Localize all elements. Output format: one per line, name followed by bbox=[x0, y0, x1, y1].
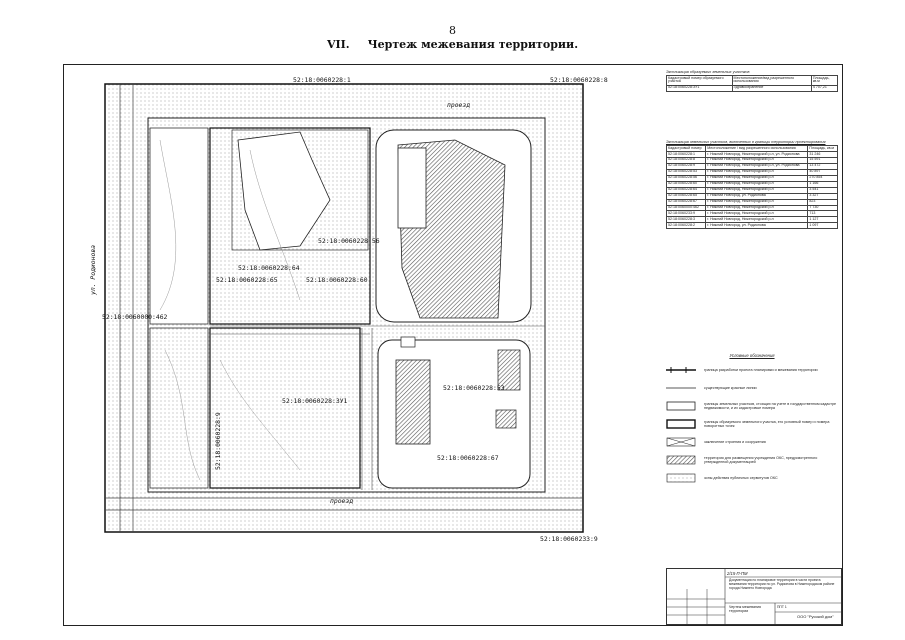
legend-item: граница разработки проекта планировки и … bbox=[666, 361, 838, 379]
building-outline bbox=[237, 131, 331, 251]
formed-parcels-table: Экспликация образуемых земельных участко… bbox=[666, 70, 839, 92]
table-cell: 52:18:0060228:2 bbox=[665, 222, 707, 230]
street-label: проезд bbox=[447, 101, 470, 109]
table-caption: Экспликация земельных участков, включенн… bbox=[666, 140, 826, 144]
table-row: 52:18:0060228:ЗУ1 Здравоохранение 4 707,… bbox=[666, 84, 839, 92]
table-caption: Экспликация образуемых земельных участко… bbox=[666, 70, 750, 74]
sheet-number: 1 bbox=[784, 605, 787, 609]
internal-road bbox=[210, 325, 545, 490]
legend-label: заключение строения и сооружения bbox=[704, 440, 766, 444]
hatched-area-icon bbox=[666, 455, 696, 465]
table-cell: 1 097 bbox=[807, 222, 838, 230]
boundary-line-icon bbox=[666, 367, 696, 373]
title-block: 2/15-П-ПМ Документация по планировке тер… bbox=[666, 568, 842, 625]
legend-label: зоны действия публичных сервитутов ОКС bbox=[704, 476, 778, 480]
legend-label: границы земельных участков, стоящих на у… bbox=[704, 402, 837, 410]
stage: ППТ bbox=[777, 605, 784, 609]
legend-item: существующие красные линии bbox=[666, 379, 838, 397]
parcel-boundary-icon bbox=[666, 401, 696, 411]
project-code: 2/15-П-ПМ bbox=[727, 571, 748, 576]
parcel-label: 52:18:0060228:9 bbox=[214, 412, 222, 470]
legend-item: зоны действия публичных сервитутов ОКС bbox=[666, 469, 838, 487]
parcel-label: 52:18:0060228:ЗУ1 bbox=[282, 397, 348, 405]
parcel-block bbox=[231, 129, 369, 251]
parcel-label: 52:18:0060228:53 bbox=[443, 384, 505, 392]
table-cell: 52:18:0060228:ЗУ1 bbox=[666, 84, 733, 92]
red-line bbox=[147, 117, 546, 493]
formed-parcel-icon bbox=[666, 419, 696, 429]
table-cell: г. Нижний Новгород, ул. Родионова bbox=[705, 222, 809, 230]
parcel-block bbox=[209, 327, 361, 489]
parcel-label: 52:18:0060233:9 bbox=[540, 535, 598, 543]
section-title: VII. Чертеж межевания территории. bbox=[0, 38, 905, 51]
legend-label: границы образуемого земельного участка, … bbox=[704, 420, 830, 428]
parcel-label: 52:18:0060228:8 bbox=[550, 76, 608, 84]
planned-building bbox=[497, 349, 521, 391]
legend-item: заключение строения и сооружения bbox=[666, 433, 838, 451]
contour-lines bbox=[159, 139, 301, 481]
parcel-label: 52:18:0060000:462 bbox=[102, 313, 168, 321]
parcel-block bbox=[209, 127, 371, 325]
parcel-block bbox=[149, 127, 209, 325]
drawing-sheet bbox=[63, 64, 843, 626]
section-number: VII. bbox=[326, 38, 350, 51]
parcel-label: 52:18:0060228:64 bbox=[238, 264, 300, 272]
organization: ООО "Русский дом" bbox=[797, 614, 834, 619]
drawing-name: Чертеж межевания территории bbox=[729, 605, 761, 613]
demolition-icon bbox=[666, 437, 696, 447]
street-line bbox=[105, 84, 583, 532]
existing-building bbox=[397, 147, 427, 229]
legend-label: граница разработки проекта планировки и … bbox=[704, 368, 818, 372]
dotted-area-icon bbox=[666, 473, 696, 483]
stage-sheet: ППТ 1 bbox=[777, 605, 787, 609]
table-cell: Здравоохранение bbox=[731, 84, 812, 92]
planned-building bbox=[495, 409, 517, 429]
table-header-row: Кадастровый номер образуемого участка Ме… bbox=[666, 74, 839, 86]
section-heading: Чертеж межевания территории. bbox=[367, 38, 579, 51]
included-parcels-table: Экспликация земельных участков, включенн… bbox=[665, 140, 838, 230]
street-label: ул. Родионова bbox=[89, 245, 97, 296]
legend-item: территория для размещения учреждения ОКС… bbox=[666, 451, 838, 469]
page-number: 8 bbox=[449, 24, 456, 37]
red-line-icon bbox=[666, 387, 696, 389]
table-header: Площадь, кв.м bbox=[810, 74, 839, 86]
parcel-label: 52:18:0060228:56 bbox=[318, 237, 380, 245]
parcel-label: 52:18:0060228:60 bbox=[306, 276, 368, 284]
parcel-label: 52:18:0060228:67 bbox=[437, 454, 499, 462]
legend: Условные обозначения граница разработки … bbox=[666, 353, 838, 487]
legend-label: существующие красные линии bbox=[704, 386, 757, 390]
parcel-label: 52:18:0060228:65 bbox=[216, 276, 278, 284]
legend-title: Условные обозначения bbox=[729, 353, 775, 358]
table-cell: 4 707,21 bbox=[810, 84, 839, 92]
planned-building bbox=[395, 359, 431, 445]
legend-item: границы образуемого земельного участка, … bbox=[666, 415, 838, 433]
street-label: проезд bbox=[330, 497, 353, 505]
legend-item: границы земельных участков, стоящих на у… bbox=[666, 397, 838, 415]
project-description: Документация по планировке территории в … bbox=[729, 578, 835, 590]
table-header: Кадастровый номер образуемого участка bbox=[666, 74, 733, 86]
parcel-block bbox=[149, 327, 209, 489]
parcel-label: 52:18:0060228:1 bbox=[293, 76, 351, 84]
table-header: Местоположение/вид разрешенного использо… bbox=[731, 74, 812, 86]
title-block-grid bbox=[667, 569, 841, 624]
existing-building bbox=[400, 336, 416, 348]
legend-label: территория для размещения учреждения ОКС… bbox=[704, 456, 818, 464]
